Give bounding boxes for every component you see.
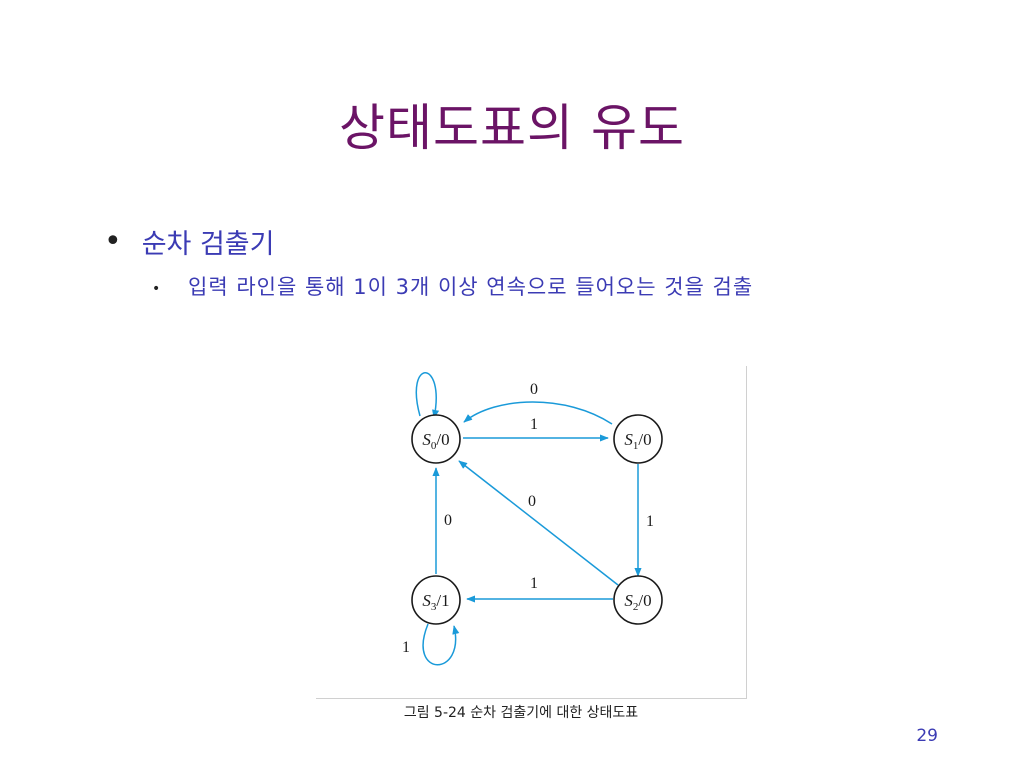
label-s1-s2: 1 xyxy=(646,513,654,530)
slide-title: 상태도표의 유도 xyxy=(339,99,685,157)
label-s3-self: 1 xyxy=(402,639,410,656)
bullet-level2-text: 입력 라인을 통해 1이 3개 이상 연속으로 들어오는 것을 검출 xyxy=(188,275,754,299)
transition-s0-self xyxy=(415,372,440,419)
state-s0: S0/0 xyxy=(411,414,461,464)
transition-s3-self xyxy=(422,623,460,666)
state-s3-label: S3/1 xyxy=(422,591,449,613)
figure-caption: 그림 5-24 순차 검출기에 대한 상태도표 xyxy=(403,705,639,721)
state-s2-label: S2/0 xyxy=(624,591,651,613)
label-s3-s0: 0 xyxy=(444,512,452,529)
state-s2: S2/0 xyxy=(613,575,663,625)
label-s0-s1: 1 xyxy=(530,416,538,433)
transition-s2-s0 xyxy=(458,460,619,586)
page-number: 29 xyxy=(916,726,938,746)
bullet-level2: • 입력 라인을 통해 1이 3개 이상 연속으로 들어오는 것을 검출 xyxy=(152,272,942,304)
bullet-dot-small: • xyxy=(152,281,161,297)
label-s2-s3: 1 xyxy=(530,575,538,592)
state-s0-label: S0/0 xyxy=(422,430,449,452)
label-s1-s0: 0 xyxy=(530,381,538,398)
state-s1: S1/0 xyxy=(613,414,663,464)
bullet-level1: • 순차 검출기 xyxy=(104,222,275,261)
state-s3: S3/1 xyxy=(411,575,461,625)
state-diagram-figure: 0 1 1 0 1 0 1 S0/0 S1/0 S2/0 S3/1 xyxy=(316,366,747,699)
state-s1-label: S1/0 xyxy=(624,430,651,452)
label-s2-s0: 0 xyxy=(528,493,536,510)
state-diagram: 0 1 1 0 1 0 1 S0/0 S1/0 S2/0 S3/1 xyxy=(402,372,663,666)
bullet-level1-text: 순차 검출기 xyxy=(141,229,275,260)
bullet-dot: • xyxy=(104,224,122,259)
transition-s1-s0 xyxy=(463,401,613,425)
